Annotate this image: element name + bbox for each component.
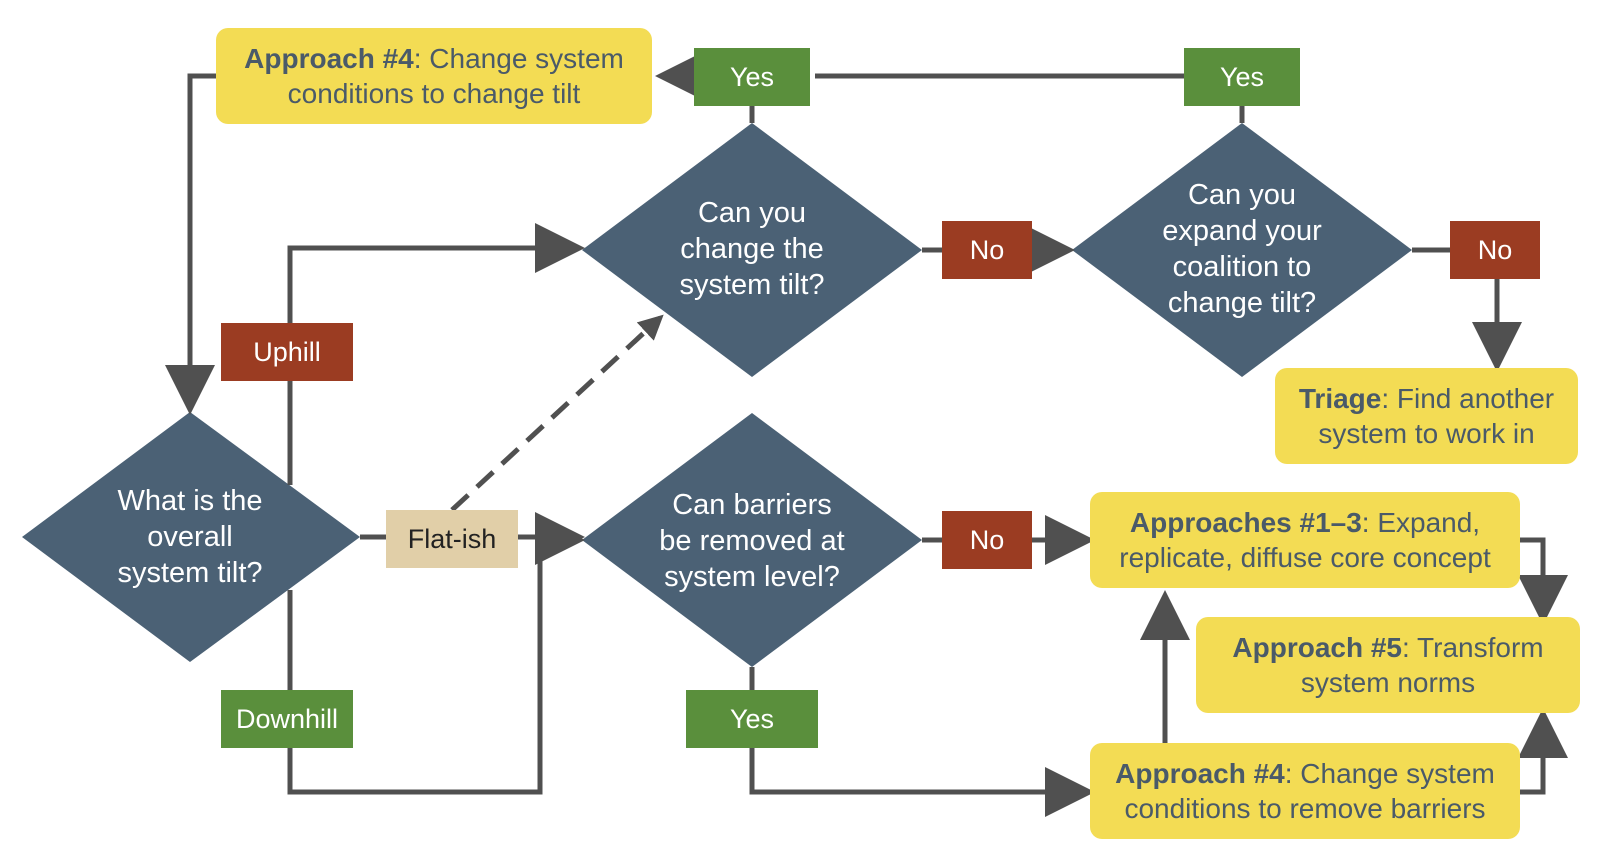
decision-text-tilt: What is the overall system tilt?	[80, 478, 300, 596]
outcome-text: : Expand, replicate, diffuse core concep…	[1119, 507, 1491, 573]
decision-line: Can barriers	[672, 489, 832, 521]
label-downhill: Downhill	[221, 690, 353, 748]
outcome-approaches-1-3: Approaches #1–3: Expand, replicate, diff…	[1090, 492, 1520, 588]
label-yes-expand: Yes	[1184, 48, 1300, 106]
connector-uphill	[287, 223, 585, 485]
outcome-text: : Transform system norms	[1300, 632, 1544, 698]
outcome-title: Approach #5	[1232, 632, 1402, 663]
decision-line: Can you	[1187, 179, 1296, 211]
label-yes-change-tilt: Yes	[694, 48, 810, 106]
connector-loop-back	[165, 73, 216, 415]
decision-line: system tilt?	[117, 557, 263, 589]
outcome-title: Triage	[1298, 383, 1382, 414]
decision-diamond-change-tilt	[582, 123, 922, 377]
label-no-change-tilt: No	[942, 221, 1032, 279]
outcome-text: : Change system conditions to remove bar…	[1124, 758, 1495, 824]
outcome-title: Approach #4	[244, 43, 414, 74]
label-no-barriers: No	[942, 511, 1032, 569]
decision-line: change the	[680, 233, 824, 265]
label-uphill: Uphill	[221, 323, 353, 381]
decision-text-change-tilt: Can you change the system tilt?	[642, 190, 862, 308]
decision-line: overall	[147, 521, 233, 553]
decision-diamond-tilt	[22, 412, 360, 662]
decision-line: coalition to	[1172, 251, 1312, 283]
decision-diamond-expand-coalition	[1072, 123, 1412, 377]
outcome-text: : Change system conditions to change til…	[287, 43, 624, 109]
outcome-title: Approaches #1–3	[1129, 507, 1362, 538]
outcome-triage: Triage: Find another system to work in	[1275, 368, 1578, 464]
outcome-approach4-tilt: Approach #4: Change system conditions to…	[216, 28, 652, 124]
decision-text-expand-coalition: Can you expand your coalition to change …	[1132, 172, 1352, 326]
decision-line: change tilt?	[1167, 287, 1317, 319]
decision-line: What is the	[117, 485, 263, 517]
outcome-approach5: Approach #5: Transform system norms	[1196, 617, 1580, 713]
decision-line: be removed at	[659, 525, 845, 557]
decision-diamond-barriers	[582, 413, 922, 667]
outcome-text: : Find another system to work in	[1318, 383, 1555, 449]
decision-line: expand your	[1162, 215, 1322, 247]
connector-flatish-dashed	[450, 314, 664, 512]
outcome-title: Approach #4	[1115, 758, 1285, 789]
decision-text-barriers: Can barriers be removed at system level?	[632, 482, 872, 600]
label-yes-barriers: Yes	[686, 690, 818, 748]
label-flatish: Flat-ish	[386, 510, 518, 568]
connector-approaches123-approach5	[1518, 537, 1568, 625]
decision-line: system level?	[664, 561, 840, 593]
decision-line: Can you	[697, 197, 806, 229]
decision-line: system tilt?	[679, 269, 825, 301]
connector-approach4-approach5	[1518, 708, 1568, 795]
label-no-expand: No	[1450, 221, 1540, 279]
connector-yes-approach4-barriers	[749, 748, 1095, 817]
outcome-approach4-barriers: Approach #4: Change system conditions to…	[1090, 743, 1520, 839]
connector-downhill	[287, 515, 585, 795]
